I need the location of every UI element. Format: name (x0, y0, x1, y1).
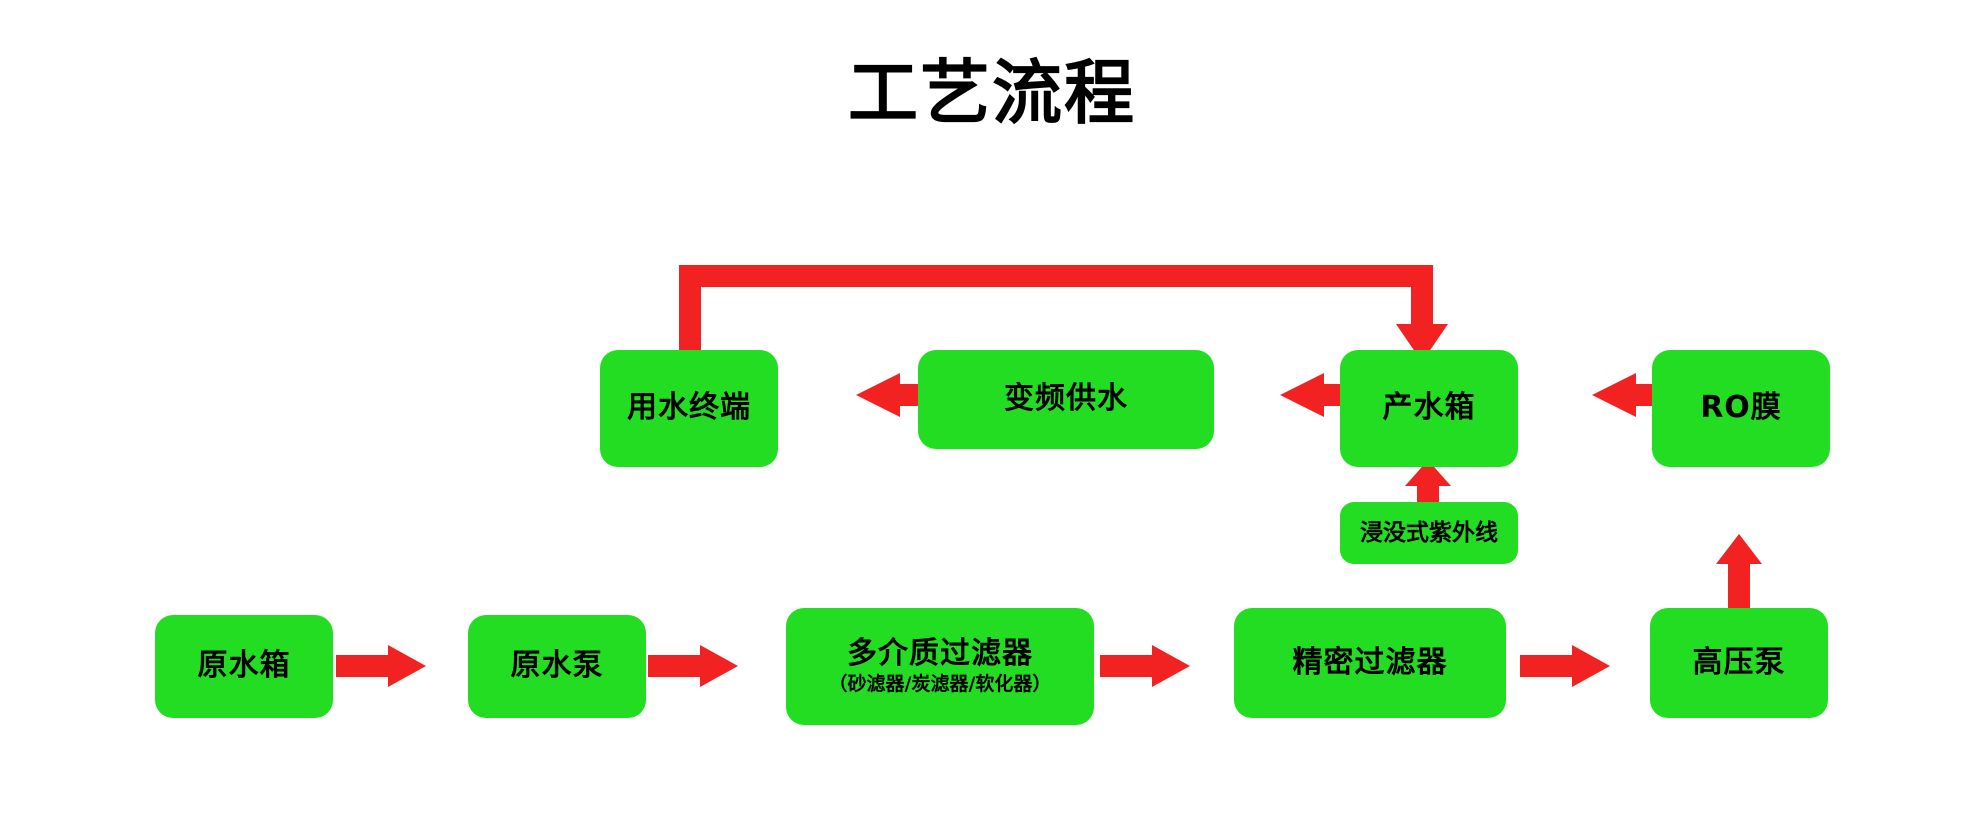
page-title: 工艺流程 (848, 52, 1136, 134)
connector-raw-water-tank-to-raw-water-pump (336, 645, 426, 687)
connector-submerged-uv-to-product-water-tank (1405, 460, 1451, 522)
connector-water-use-terminal-return-to-product-water-tank (676, 262, 1448, 372)
connector-multi-media-filter-to-precision-filter (1100, 645, 1190, 687)
node-multi-media-filter[interactable]: 多介质过滤器 （砂滤器/炭滤器/软化器） (786, 608, 1094, 725)
node-label-high-pressure-pump: 高压泵 (1692, 644, 1786, 680)
node-precision-filter[interactable]: 精密过滤器 (1234, 608, 1506, 718)
node-water-use-terminal[interactable]: 用水终端 (600, 350, 778, 467)
node-sublabel-multi-media-filter: （砂滤器/炭滤器/软化器） (828, 673, 1052, 696)
connector-high-pressure-pump-to-ro-membrane (1716, 534, 1762, 616)
node-label-raw-water-tank: 原水箱 (197, 648, 291, 684)
node-label-ro-membrane: RO膜 (1700, 390, 1782, 426)
node-label-multi-media-filter: 多介质过滤器 (847, 635, 1033, 671)
node-label-product-water-tank: 产水箱 (1382, 390, 1476, 426)
node-raw-water-pump[interactable]: 原水泵 (468, 615, 646, 718)
node-submerged-uv[interactable]: 浸没式紫外线 (1340, 502, 1518, 564)
node-label-water-use-terminal: 用水终端 (627, 390, 751, 426)
node-raw-water-tank[interactable]: 原水箱 (155, 615, 333, 718)
node-label-precision-filter: 精密过滤器 (1292, 644, 1448, 680)
node-product-water-tank[interactable]: 产水箱 (1340, 350, 1518, 467)
node-variable-frequency-supply[interactable]: 变频供水 (918, 350, 1214, 449)
connector-precision-filter-to-high-pressure-pump (1520, 645, 1610, 687)
node-label-variable-frequency-supply: 变频供水 (1004, 381, 1128, 417)
node-ro-membrane[interactable]: RO膜 (1652, 350, 1830, 467)
node-high-pressure-pump[interactable]: 高压泵 (1650, 608, 1828, 718)
connector-raw-water-pump-to-multi-media-filter (648, 645, 738, 687)
node-label-raw-water-pump: 原水泵 (510, 648, 604, 684)
node-label-submerged-uv: 浸没式紫外线 (1360, 519, 1498, 546)
